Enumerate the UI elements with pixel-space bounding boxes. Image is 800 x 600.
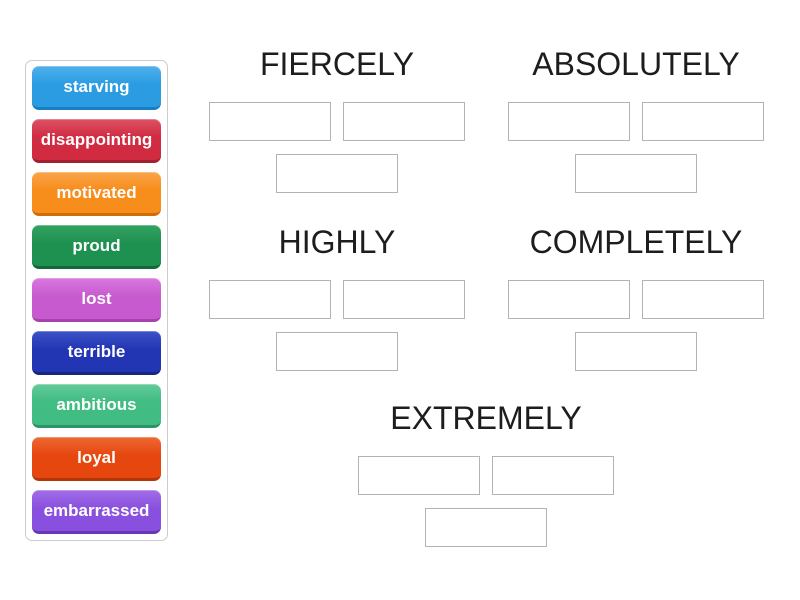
drop-slot[interactable] [492,456,614,495]
group-extremely: EXTREMELY [351,398,621,547]
word-tile-label: starving [63,76,130,96]
group-title: COMPLETELY [529,224,743,260]
word-tile-proud[interactable]: proud [32,225,161,269]
group-completely: COMPLETELY [501,222,771,371]
word-tile-disappointing[interactable]: disappointing [32,119,161,163]
drop-slot[interactable] [508,102,630,141]
slot-row [202,154,472,193]
slot-row [351,508,621,547]
drop-slot[interactable] [343,102,465,141]
group-title: ABSOLUTELY [532,46,740,82]
word-tile-label: motivated [56,182,137,202]
word-tile-loyal[interactable]: loyal [32,437,161,481]
drop-slot[interactable] [276,154,398,193]
word-tile-ambitious[interactable]: ambitious [32,384,161,428]
word-tile-label: disappointing [40,129,153,149]
word-tile-label: terrible [67,341,126,361]
slot-row [501,332,771,371]
drop-slot[interactable] [358,456,480,495]
drop-slot[interactable] [575,154,697,193]
word-tile-label: ambitious [56,394,137,414]
drop-slot[interactable] [642,280,764,319]
slot-row [202,102,472,141]
word-tile-label: embarrassed [43,500,150,520]
slot-row [202,332,472,371]
drop-slot[interactable] [425,508,547,547]
word-tile-label: loyal [77,447,116,467]
slot-row [501,102,771,141]
word-tile-embarrassed[interactable]: embarrassed [32,490,161,534]
slot-row [351,456,621,495]
group-title: EXTREMELY [390,400,582,436]
group-title: HIGHLY [278,224,396,260]
slot-row [501,154,771,193]
word-tile-lost[interactable]: lost [32,278,161,322]
word-tile-terrible[interactable]: terrible [32,331,161,375]
group-title: FIERCELY [259,46,415,82]
drop-slot[interactable] [642,102,764,141]
drop-slot[interactable] [575,332,697,371]
slot-row [501,280,771,319]
drop-slot[interactable] [276,332,398,371]
drop-slot[interactable] [209,280,331,319]
word-tile-label: lost [81,288,112,308]
word-bank: starving disappointing motivated proud l… [25,60,168,541]
word-tile-motivated[interactable]: motivated [32,172,161,216]
word-tile-label: proud [72,235,121,255]
group-highly: HIGHLY [202,222,472,371]
group-absolutely: ABSOLUTELY [501,44,771,193]
slot-row [202,280,472,319]
drop-slot[interactable] [508,280,630,319]
drop-slot[interactable] [343,280,465,319]
word-tile-starving[interactable]: starving [32,66,161,110]
group-fiercely: FIERCELY [202,44,472,193]
drop-slot[interactable] [209,102,331,141]
